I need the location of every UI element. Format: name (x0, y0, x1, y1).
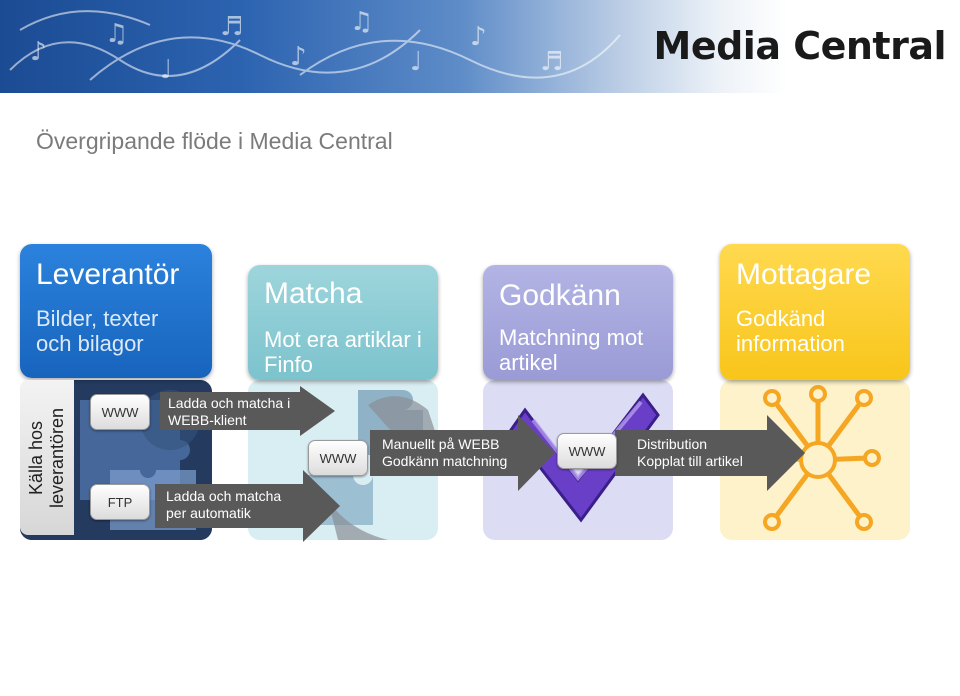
column-matcha-header: Matcha Mot era artiklar i Finfo (248, 265, 438, 380)
www-tag: WWW (557, 433, 617, 469)
svg-text:♫: ♫ (105, 19, 128, 49)
column-desc: Matchning mot artikel (499, 325, 644, 375)
column-godkann-header: Godkänn Matchning mot artikel (483, 265, 673, 380)
arrow-ladda-webb (160, 386, 335, 436)
arrow-manuellt (370, 415, 555, 491)
svg-text:♩: ♩ (410, 47, 422, 77)
column-desc: Mot era artiklar i Finfo (264, 327, 422, 377)
column-title: Matcha (264, 277, 363, 310)
side-label: Källa hos leverantören (20, 380, 74, 535)
svg-text:♫: ♫ (350, 7, 373, 37)
music-notes-decoration: ♪ ♫ ♩ ♬ ♪ ♫ ♩ ♪ ♬ (9, 7, 621, 85)
page-title: Övergripande flöde i Media Central (36, 128, 393, 154)
column-title: Godkänn (499, 279, 621, 312)
svg-text:♬: ♬ (220, 12, 243, 42)
column-leverantor-header: Leverantör Bilder, texter och bilagor (20, 244, 212, 378)
column-title: Leverantör (36, 258, 180, 291)
arrow-ladda-automatik (155, 470, 340, 542)
column-mottagare-header: Mottagare Godkänd information (720, 244, 910, 380)
www-tag: WWW (308, 440, 368, 476)
svg-text:♪: ♪ (30, 37, 47, 67)
svg-text:♪: ♪ (470, 22, 487, 52)
header-banner: ♪ ♫ ♩ ♬ ♪ ♫ ♩ ♪ ♬ Media Central (0, 0, 960, 93)
www-tag: WWW (90, 394, 150, 430)
svg-text:♩: ♩ (160, 55, 172, 85)
svg-text:♬: ♬ (540, 47, 563, 77)
ftp-tag: FTP (90, 484, 150, 520)
brand-title: Media Central (653, 24, 947, 68)
arrow-distribution (615, 415, 805, 491)
column-title: Mottagare (736, 258, 872, 291)
column-desc: Bilder, texter och bilagor (36, 306, 159, 356)
svg-text:♪: ♪ (290, 42, 307, 72)
column-desc: Godkänd information (736, 306, 845, 356)
